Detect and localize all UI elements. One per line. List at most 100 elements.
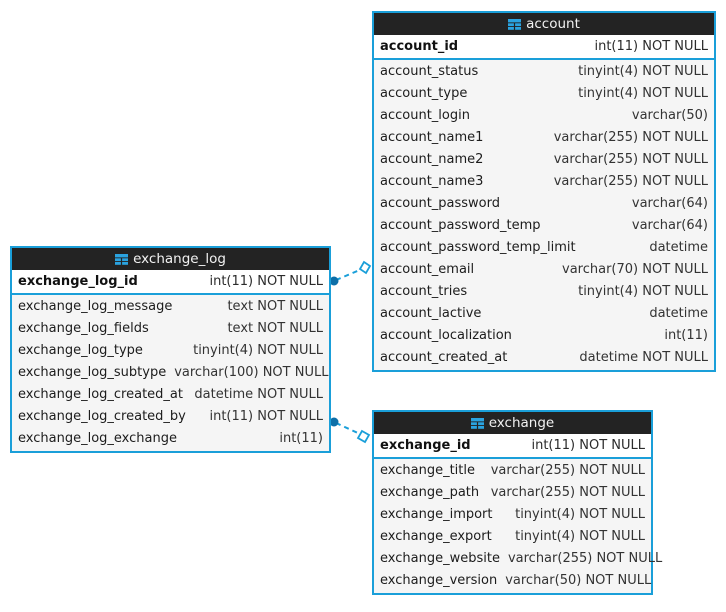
field-name: account_localization — [380, 327, 512, 343]
field-type: tinyint(4) NOT NULL — [578, 63, 708, 79]
field-name: exchange_log_exchange — [18, 430, 177, 446]
field-row[interactable]: exchange_import tinyint(4) NOT NULL — [374, 503, 651, 525]
field-name: exchange_log_type — [18, 342, 143, 358]
field-name: exchange_log_created_at — [18, 386, 183, 402]
field-type: int(11) NOT NULL — [531, 438, 645, 453]
entity-table-account[interactable]: account account_id int(11) NOT NULL acco… — [372, 11, 716, 372]
field-type: varchar(50) NOT NULL — [505, 572, 652, 588]
field-type: datetime NOT NULL — [194, 386, 323, 402]
entity-title: account — [526, 16, 580, 32]
entity-title: exchange — [488, 415, 555, 431]
field-name: account_id — [380, 39, 459, 54]
relationship-endpoint-diamond — [358, 260, 372, 275]
field-type: datetime — [649, 305, 708, 321]
field-type: int(11) NOT NULL — [209, 274, 323, 289]
field-row[interactable]: account_password_temp_limit datetime — [374, 236, 714, 258]
field-type: int(11) NOT NULL — [594, 39, 708, 54]
field-name: account_password — [380, 195, 501, 211]
field-name: account_password_temp — [380, 217, 541, 233]
relationship-log-exchange[interactable] — [329, 417, 371, 444]
field-row[interactable]: account_email varchar(70) NOT NULL — [374, 258, 714, 280]
field-row[interactable]: account_lactive datetime — [374, 302, 714, 324]
relationship-log-account[interactable] — [329, 260, 372, 286]
field-type: tinyint(4) NOT NULL — [515, 506, 645, 522]
primary-key-row[interactable]: account_id int(11) NOT NULL — [374, 35, 714, 60]
field-name: account_lactive — [380, 305, 482, 321]
field-row[interactable]: exchange_log_fields text NOT NULL — [12, 317, 329, 339]
field-type: varchar(255) NOT NULL — [553, 151, 708, 167]
field-type: varchar(255) NOT NULL — [553, 129, 708, 145]
table-icon — [508, 18, 522, 30]
field-type: int(11) — [279, 430, 323, 446]
table-icon — [115, 253, 129, 265]
field-row[interactable]: exchange_log_created_by int(11) NOT NULL — [12, 405, 329, 427]
entity-header-exchange[interactable]: exchange — [374, 412, 651, 434]
field-name: exchange_log_message — [18, 298, 173, 314]
field-name: account_type — [380, 85, 468, 101]
field-name: exchange_path — [380, 484, 480, 500]
field-name: exchange_log_fields — [18, 320, 149, 336]
field-type: datetime NOT NULL — [579, 349, 708, 365]
field-row[interactable]: exchange_log_created_at datetime NOT NULL — [12, 383, 329, 405]
field-name: exchange_export — [380, 528, 492, 544]
field-name: exchange_log_created_by — [18, 408, 186, 424]
field-list: account_status tinyint(4) NOT NULL accoun… — [374, 60, 714, 370]
field-type: varchar(64) — [631, 195, 708, 211]
relationship-line — [335, 268, 363, 281]
field-type: int(11) NOT NULL — [209, 408, 323, 424]
field-row[interactable]: exchange_export tinyint(4) NOT NULL — [374, 525, 651, 547]
table-icon — [470, 417, 484, 429]
primary-key-row[interactable]: exchange_log_id int(11) NOT NULL — [12, 270, 329, 295]
field-type: tinyint(4) NOT NULL — [515, 528, 645, 544]
field-row[interactable]: exchange_log_exchange int(11) — [12, 427, 329, 449]
field-type: tinyint(4) NOT NULL — [578, 85, 708, 101]
field-row[interactable]: account_name1 varchar(255) NOT NULL — [374, 126, 714, 148]
entity-table-exchange[interactable]: exchange exchange_id int(11) NOT NULL ex… — [372, 410, 662, 595]
field-type: varchar(255) NOT NULL — [507, 550, 663, 566]
primary-key-row[interactable]: exchange_id int(11) NOT NULL — [374, 434, 651, 459]
field-name: exchange_version — [380, 572, 498, 588]
field-row[interactable]: account_type tinyint(4) NOT NULL — [374, 82, 714, 104]
field-type: tinyint(4) NOT NULL — [193, 342, 323, 358]
field-name: account_name3 — [380, 173, 484, 189]
field-name: account_password_temp_limit — [380, 239, 576, 255]
field-row[interactable]: account_status tinyint(4) NOT NULL — [374, 60, 714, 82]
field-row[interactable]: exchange_version varchar(50) NOT NULL — [374, 569, 651, 591]
field-type: datetime — [649, 239, 708, 255]
field-name: account_name2 — [380, 151, 484, 167]
field-row[interactable]: account_password varchar(64) — [374, 192, 714, 214]
field-name: exchange_log_id — [18, 274, 138, 289]
entity-table-exchange-log[interactable]: exchange_log exchange_log_id int(11) NOT… — [10, 246, 331, 453]
field-type: tinyint(4) NOT NULL — [578, 283, 708, 299]
field-name: exchange_import — [380, 506, 493, 522]
entity-header-account[interactable]: account — [374, 13, 714, 35]
field-row[interactable]: account_localization int(11) — [374, 324, 714, 346]
entity-header-exchange-log[interactable]: exchange_log — [12, 248, 329, 270]
field-name: account_email — [380, 261, 475, 277]
field-name: exchange_title — [380, 462, 475, 478]
field-type: varchar(64) — [631, 217, 708, 233]
field-row[interactable]: account_password_temp varchar(64) — [374, 214, 714, 236]
field-name: account_name1 — [380, 129, 484, 145]
field-type: varchar(100) NOT NULL — [174, 364, 329, 380]
field-type: text NOT NULL — [227, 320, 323, 336]
field-type: int(11) — [664, 327, 708, 343]
field-row[interactable]: account_name3 varchar(255) NOT NULL — [374, 170, 714, 192]
field-row[interactable]: account_name2 varchar(255) NOT NULL — [374, 148, 714, 170]
field-row[interactable]: exchange_log_type tinyint(4) NOT NULL — [12, 339, 329, 361]
field-type: varchar(255) NOT NULL — [553, 173, 708, 189]
field-type: varchar(50) — [631, 107, 708, 123]
field-type: varchar(70) NOT NULL — [562, 261, 708, 277]
field-name: account_status — [380, 63, 479, 79]
